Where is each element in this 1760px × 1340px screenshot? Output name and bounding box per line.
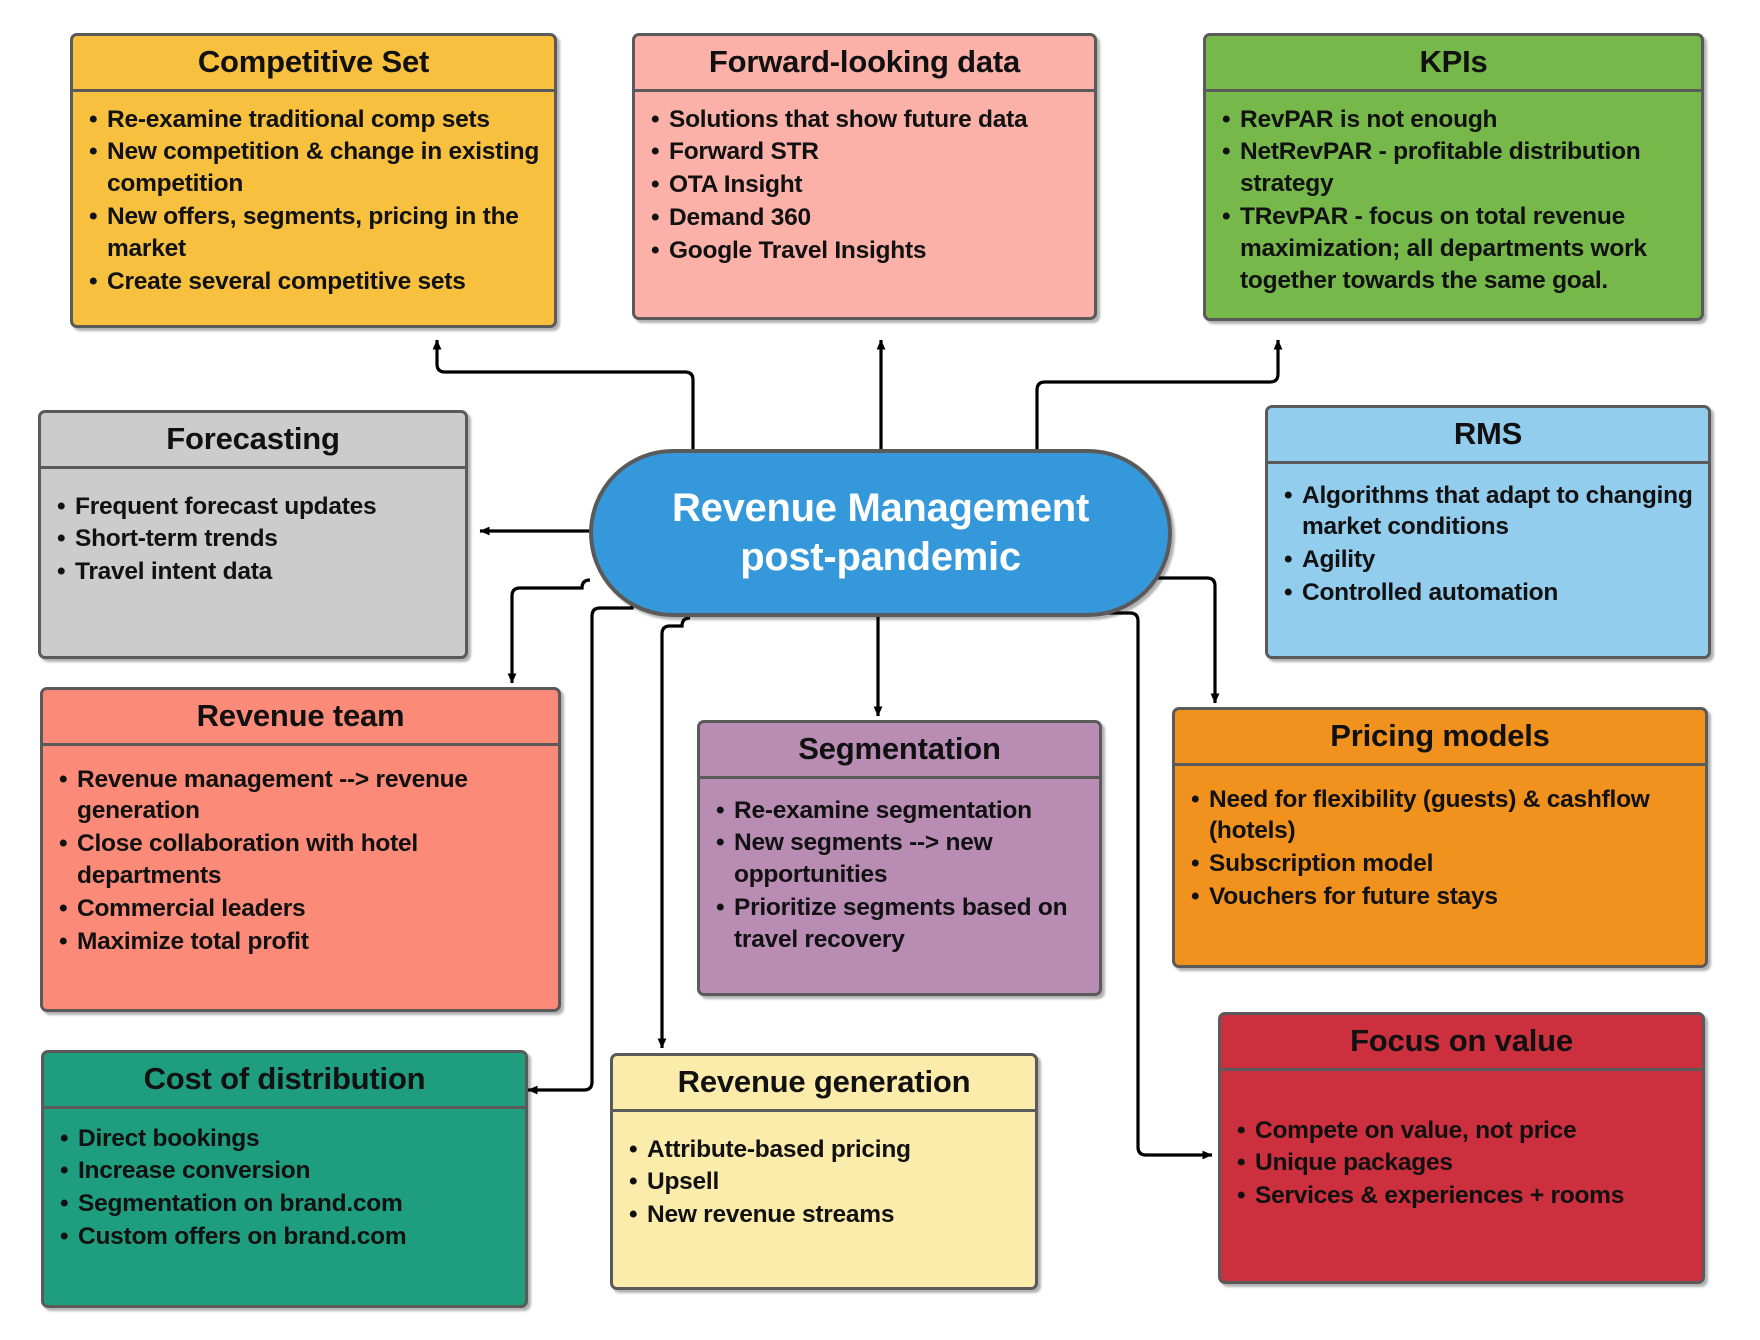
list-item: Maximize total profit [57,926,546,958]
list-item: NetRevPAR - profitable distribution stra… [1220,136,1689,200]
node-list-revenue-generation: Attribute-based pricing Upsell New reven… [613,1112,1035,1245]
list-item: New offers, segments, pricing in the mar… [87,201,542,265]
edge-central-to-revenue-team [507,578,591,684]
list-item: Demand 360 [649,202,1082,234]
node-pricing-models[interactable]: Pricing models Need for flexibility (gue… [1172,707,1708,968]
node-title-focus-on-value: Focus on value [1221,1015,1702,1071]
node-title-forward-looking-data: Forward-looking data [635,36,1094,92]
node-segmentation[interactable]: Segmentation Re-examine segmentation New… [697,720,1102,996]
node-list-pricing-models: Need for flexibility (guests) & cashflow… [1175,766,1705,926]
list-item: Segmentation on brand.com [58,1188,513,1220]
list-item: Solutions that show future data [649,104,1082,136]
node-title-forecasting: Forecasting [41,413,465,469]
node-title-revenue-generation: Revenue generation [613,1056,1035,1112]
list-item: Controlled automation [1282,577,1696,609]
list-item: Close collaboration with hotel departmen… [57,828,546,892]
node-title-cost-of-distribution: Cost of distribution [44,1053,525,1109]
edge-central-to-kpis [1035,339,1283,460]
node-revenue-team[interactable]: Revenue team Revenue management --> reve… [40,687,561,1012]
list-item: Commercial leaders [57,893,546,925]
node-focus-on-value[interactable]: Focus on value Compete on value, not pri… [1218,1012,1705,1284]
node-list-forward-looking-data: Solutions that show future data Forward … [635,92,1094,280]
list-item: Direct bookings [58,1123,513,1155]
list-item: Frequent forecast updates [55,491,453,523]
node-list-forecasting: Frequent forecast updates Short-term tre… [41,469,465,602]
list-item: Custom offers on brand.com [58,1221,513,1253]
node-list-focus-on-value: Compete on value, not price Unique packa… [1221,1071,1702,1226]
node-list-cost-of-distribution: Direct bookings Increase conversion Segm… [44,1109,525,1266]
central-node-label-line2: post-pandemic [740,535,1021,579]
node-list-revenue-team: Revenue management --> revenue generatio… [43,746,558,971]
list-item: Revenue management --> revenue generatio… [57,764,546,828]
node-rms[interactable]: RMS Algorithms that adapt to changing ma… [1265,405,1711,659]
node-list-rms: Algorithms that adapt to changing market… [1268,464,1708,622]
node-cost-of-distribution[interactable]: Cost of distribution Direct bookings Inc… [41,1050,528,1308]
list-item: Increase conversion [58,1155,513,1187]
list-item: Forward STR [649,136,1082,168]
node-title-kpis: KPIs [1206,36,1701,92]
node-forecasting[interactable]: Forecasting Frequent forecast updates Sh… [38,410,468,659]
list-item: New segments --> new opportunities [714,827,1087,891]
list-item: Vouchers for future stays [1189,881,1693,913]
list-item: Unique packages [1235,1147,1690,1179]
node-list-segmentation: Re-examine segmentation New segments -->… [700,779,1099,969]
list-item: TRevPAR - focus on total revenue maximiz… [1220,201,1689,297]
list-item: Short-term trends [55,523,453,555]
list-item: Need for flexibility (guests) & cashflow… [1189,784,1693,848]
list-item: Re-examine traditional comp sets [87,104,542,136]
list-item: Services & experiences + rooms [1235,1180,1690,1212]
node-list-kpis: RevPAR is not enough NetRevPAR - profita… [1206,92,1701,310]
list-item: Travel intent data [55,556,453,588]
list-item: Re-examine segmentation [714,795,1087,827]
central-node-label: Revenue Management post-pandemic [644,484,1117,582]
node-title-segmentation: Segmentation [700,723,1099,779]
list-item: Compete on value, not price [1235,1115,1690,1147]
node-forward-looking-data[interactable]: Forward-looking data Solutions that show… [632,33,1097,320]
list-item: Google Travel Insights [649,235,1082,267]
node-competitive-set[interactable]: Competitive Set Re-examine traditional c… [70,33,557,328]
list-item: Subscription model [1189,848,1693,880]
list-item: New competition & change in existing com… [87,136,542,200]
node-kpis[interactable]: KPIs RevPAR is not enough NetRevPAR - pr… [1203,33,1704,321]
list-item: RevPAR is not enough [1220,104,1689,136]
edge-central-to-revenue-generation [657,616,691,1049]
list-item: Prioritize segments based on travel reco… [714,892,1087,956]
list-item: Agility [1282,544,1696,576]
node-revenue-generation[interactable]: Revenue generation Attribute-based prici… [610,1053,1038,1290]
node-title-pricing-models: Pricing models [1175,710,1705,766]
node-title-rms: RMS [1268,408,1708,464]
list-item: Attribute-based pricing [627,1134,1023,1166]
list-item: OTA Insight [649,169,1082,201]
node-list-competitive-set: Re-examine traditional comp sets New com… [73,92,554,311]
list-item: Upsell [627,1166,1023,1198]
node-title-revenue-team: Revenue team [43,690,558,746]
node-title-competitive-set: Competitive Set [73,36,554,92]
list-item: Create several competitive sets [87,266,542,298]
central-node-revenue-management[interactable]: Revenue Management post-pandemic [589,449,1172,617]
list-item: Algorithms that adapt to changing market… [1282,480,1696,544]
central-node-label-line1: Revenue Management [672,486,1089,531]
list-item: New revenue streams [627,1199,1023,1231]
